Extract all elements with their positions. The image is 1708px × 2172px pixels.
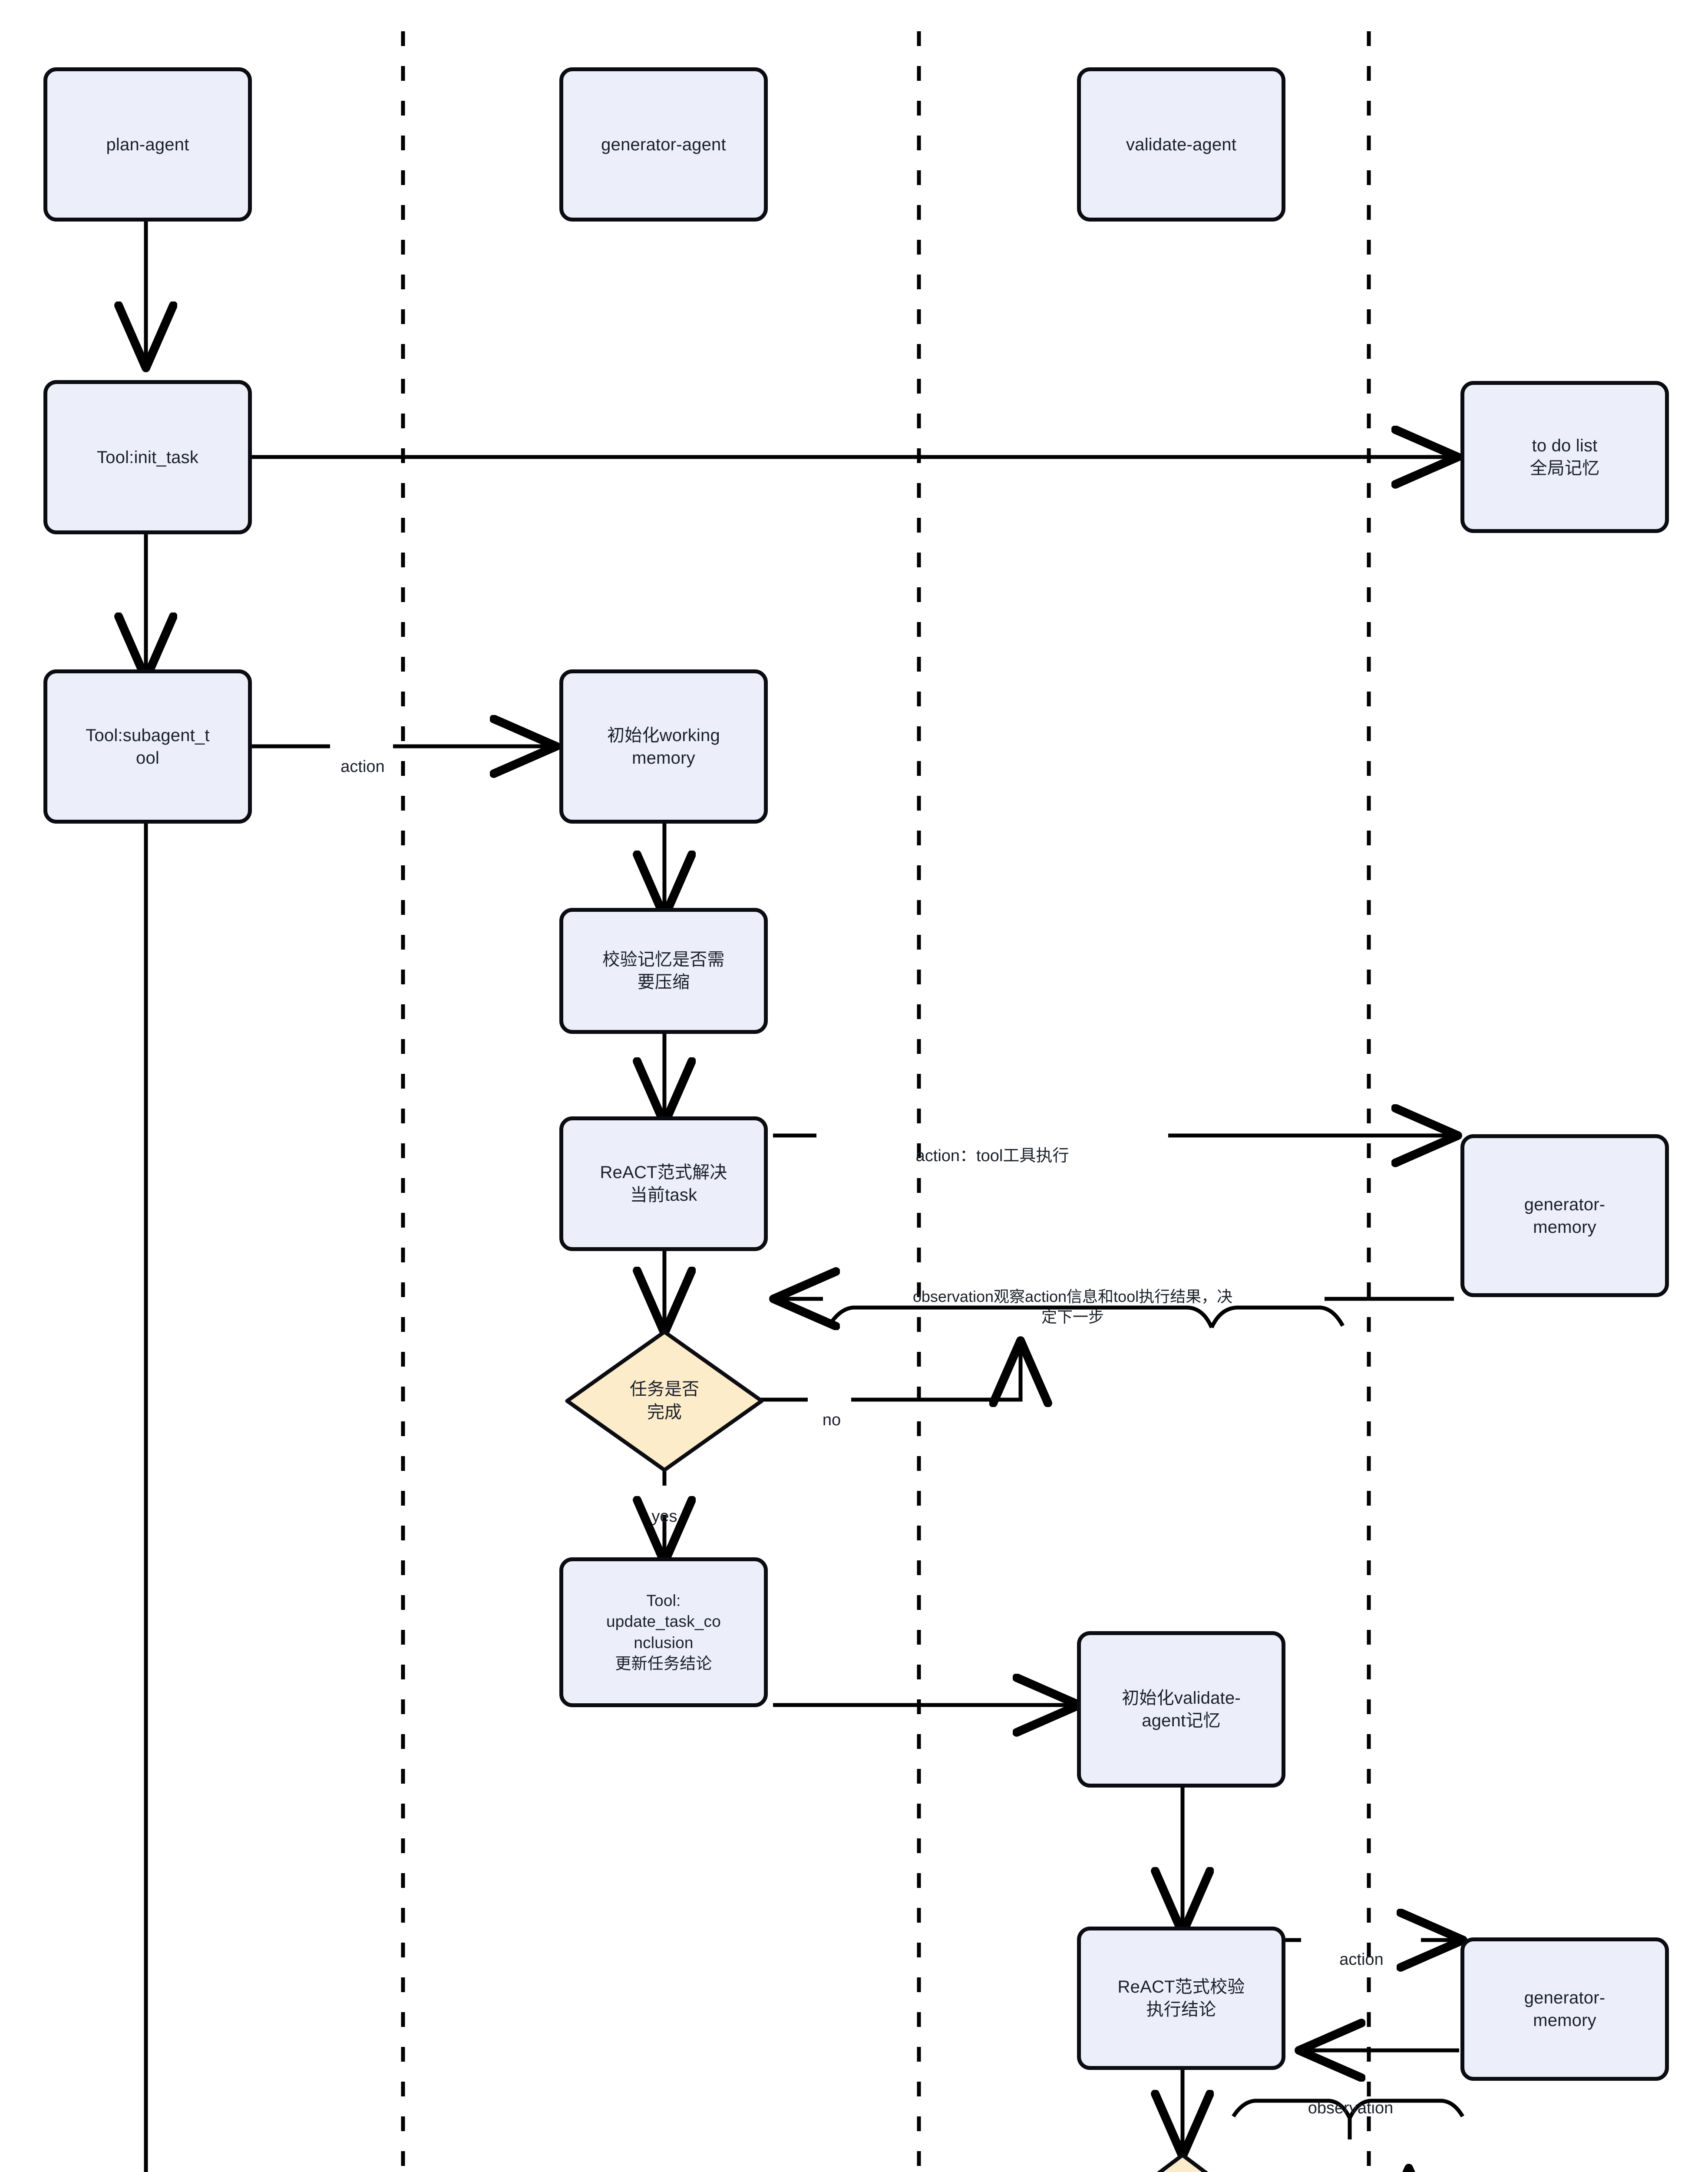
edge-label-action-1-text: action (340, 758, 385, 776)
node-tool-init-task[interactable]: Tool:init_task (43, 380, 252, 534)
decision-conclusion-valid-label: 结论是否 有效 (1083, 2152, 1282, 2172)
node-tool-subagent-tool-1[interactable]: Tool:subagent_t ool (43, 669, 252, 824)
node-init-validate-memory[interactable]: 初始化validate- agent记忆 (1077, 1631, 1285, 1788)
decision-task-done-label: 任务是否 完成 (630, 1380, 699, 1422)
edge-label-no-1: no (808, 1388, 856, 1431)
edge-label-observation-1-text: observation观察action信息和tool执行结果，决 定下一步 (912, 1287, 1233, 1326)
edge-label-no-1-text: no (822, 1411, 841, 1430)
node-init-working-memory[interactable]: 初始化working memory (559, 669, 768, 824)
node-generator-memory-1-label: generator- memory (1524, 1195, 1606, 1237)
edge-label-action-1: action (330, 735, 395, 778)
diamond-shape (565, 1330, 764, 1472)
node-init-working-memory-label: 初始化working memory (607, 725, 720, 768)
edge-label-yes-1-text: yes (651, 1507, 677, 1526)
node-generator-memory-2[interactable]: generator- memory (1460, 1937, 1669, 2081)
edge-label-observation-2-text: observation (1308, 2099, 1394, 2118)
node-generator-agent-label: generator-agent (601, 135, 726, 154)
edge-label-observation-2: observation (1268, 2076, 1433, 2119)
node-init-validate-memory-label: 初始化validate- agent记忆 (1122, 1689, 1241, 1730)
node-check-memory-compress[interactable]: 校验记忆是否需 要压缩 (559, 908, 768, 1034)
edge-label-action-2-text: action (1339, 1950, 1384, 1969)
edge-label-action-2: action (1298, 1928, 1424, 1971)
node-generator-agent[interactable]: generator-agent (559, 67, 768, 222)
flow-connectors (146, 221, 1463, 2172)
edge-label-yes-1: yes (634, 1485, 695, 1528)
node-react-validate-conclusion-label: ReACT范式校验 执行结论 (1117, 1977, 1245, 2019)
decision-task-done[interactable]: 任务是否 完成 (565, 1329, 764, 1473)
lane-dividers (401, 31, 1371, 2172)
edge-label-action-tool-text: action：tool工具执行 (915, 1147, 1069, 1165)
node-react-validate-conclusion[interactable]: ReACT范式校验 执行结论 (1077, 1927, 1285, 2070)
edge-label-action-tool: action：tool工具执行 (812, 1124, 1173, 1167)
edge-label-observation-1: observation观察action信息和tool执行结果，决 定下一步 (816, 1266, 1329, 1327)
node-todo-list-1[interactable]: to do list 全局记忆 (1460, 381, 1669, 533)
node-generator-memory-1[interactable]: generator- memory (1460, 1134, 1669, 1297)
node-react-solve-task-label: ReACT范式解决 当前task (600, 1163, 727, 1205)
decision-conclusion-valid[interactable]: 结论是否 有效 (1083, 2152, 1282, 2172)
node-plan-agent-label: plan-agent (106, 135, 189, 154)
node-todo-list-1-label: to do list 全局记忆 (1530, 436, 1600, 478)
node-tool-init-task-label: Tool:init_task (96, 447, 199, 467)
node-check-memory-compress-label: 校验记忆是否需 要压缩 (602, 950, 725, 992)
node-validate-agent[interactable]: validate-agent (1077, 67, 1285, 222)
node-validate-agent-label: validate-agent (1126, 135, 1237, 154)
node-plan-agent[interactable]: plan-agent (43, 67, 252, 222)
node-tool-update-task-conclusion[interactable]: Tool: update_task_co nclusion 更新任务结论 (559, 1557, 768, 1707)
node-react-solve-task[interactable]: ReACT范式解决 当前task (559, 1116, 768, 1251)
node-tool-update-task-conclusion-label: Tool: update_task_co nclusion 更新任务结论 (606, 1592, 721, 1672)
node-tool-subagent-tool-1-label: Tool:subagent_t ool (86, 725, 210, 768)
diamond-shape (1156, 2153, 1209, 2172)
node-generator-memory-2-label: generator- memory (1524, 1988, 1606, 2030)
